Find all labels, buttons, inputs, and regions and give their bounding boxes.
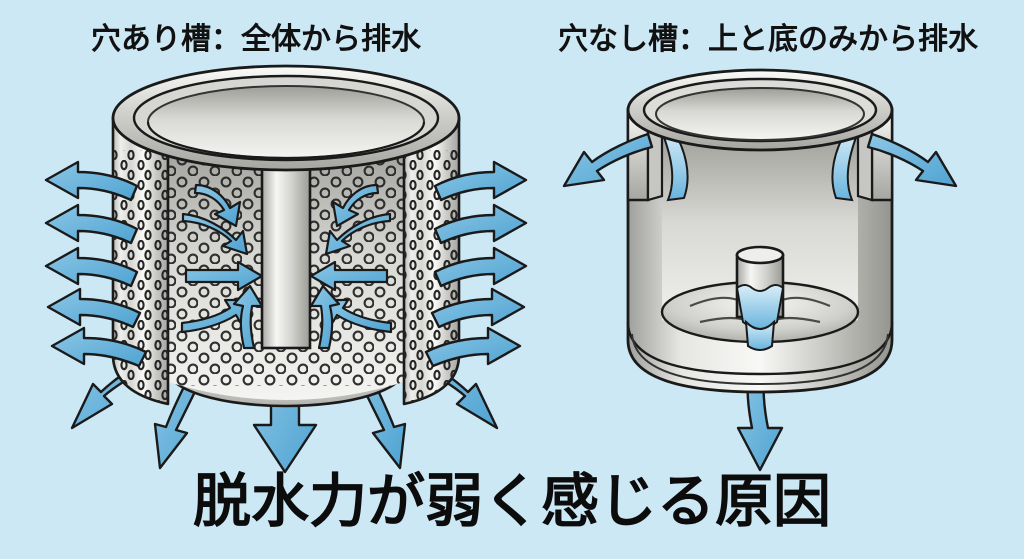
left-outward-arrows — [44, 160, 148, 368]
right-out-arrow-5 — [424, 326, 522, 368]
left-out-arrow-4 — [46, 287, 142, 329]
bottom-caption: 脱水力が弱く感じる原因 — [192, 469, 831, 534]
right-out-arrow-3 — [433, 246, 528, 288]
right-panel-title: 穴なし槽：上と底のみから排水 — [558, 23, 978, 56]
right-out-arrow-1 — [433, 160, 528, 202]
left-out-arrow-3 — [44, 246, 139, 288]
right-outward-arrows — [424, 160, 528, 368]
left-out-arrow-2 — [44, 203, 139, 245]
overflow-arrow-right — [866, 132, 958, 188]
right-out-arrow-4 — [430, 287, 526, 329]
left-drum-group — [44, 64, 528, 474]
right-drum-rim — [626, 68, 894, 152]
left-out-arrow-1 — [44, 160, 139, 202]
left-inner-arrows — [180, 183, 393, 350]
right-drum-group — [562, 68, 958, 472]
right-out-arrow-2 — [433, 203, 528, 245]
right-overflow-arrows — [562, 132, 958, 188]
left-drum-wall-left — [111, 116, 170, 406]
left-out-arrow-5 — [50, 326, 148, 368]
left-panel-title: 穴あり槽：全体から排水 — [91, 23, 421, 56]
left-drum-rim — [111, 64, 461, 172]
overflow-arrow-left — [562, 132, 654, 188]
water-column — [735, 284, 785, 330]
right-center-post — [735, 245, 785, 351]
